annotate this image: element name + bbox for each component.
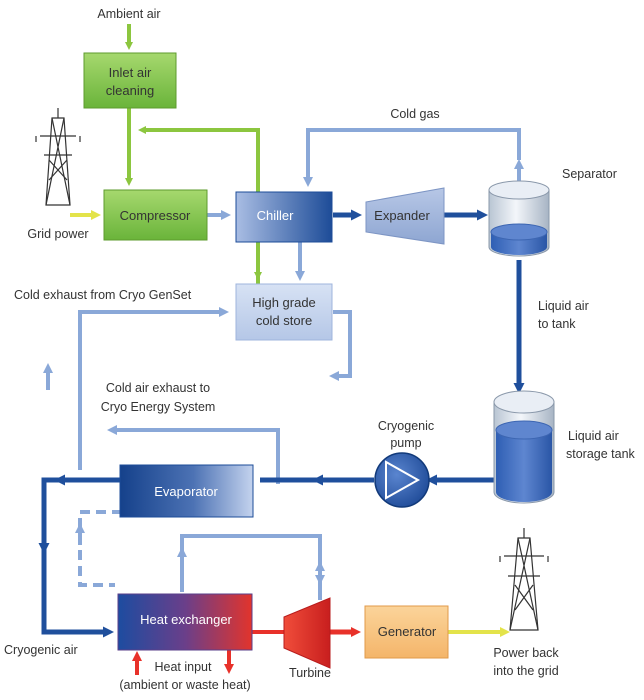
inlet-air-label-2: cleaning: [106, 83, 154, 98]
liquid-air-to-tank-label-2: to tank: [538, 317, 576, 331]
evaporator-label: Evaporator: [154, 484, 218, 499]
liquid-air-storage-tank: [493, 390, 555, 504]
hx-turbine-loop: [180, 534, 325, 592]
separator-tank: [488, 180, 550, 257]
separator-label: Separator: [562, 167, 617, 181]
expander-shape: [365, 187, 445, 245]
cryogenic-pump: [374, 452, 430, 508]
chiller-box: [235, 191, 333, 243]
chiller-label: Chiller: [257, 208, 295, 223]
compressor-box: [103, 189, 208, 241]
cryogenic-pump-label-1: Cryogenic: [378, 419, 434, 433]
generator-label: Generator: [378, 624, 437, 639]
compressor-label: Compressor: [120, 208, 191, 223]
storage-tank-label-2: storage tank: [566, 447, 636, 461]
cryogenic-pump-label-2: pump: [390, 436, 421, 450]
heat-exchanger-box: [117, 593, 253, 651]
evaporator-box: [119, 464, 254, 518]
power-back-label-1: Power back: [493, 646, 559, 660]
power-back-label-2: into the grid: [493, 664, 558, 678]
grid-power-pylon-icon: [35, 108, 81, 206]
evaporator-lower-stream: [78, 510, 250, 587]
storage-tank-label-1: Liquid air: [568, 429, 619, 443]
cold-gas-label: Cold gas: [390, 107, 439, 121]
ambient-air-label: Ambient air: [97, 7, 160, 21]
cold-air-exhaust-line: [107, 425, 280, 484]
grid-power-label: Grid power: [27, 227, 88, 241]
cryogenic-air-label: Cryogenic air: [4, 643, 78, 657]
cold-air-exhaust-label-1: Cold air exhaust to: [106, 381, 210, 395]
cold-exhaust-genset-label: Cold exhaust from Cryo GenSet: [14, 288, 192, 302]
expander-label: Expander: [374, 208, 430, 223]
cold-store-label-1: High grade: [252, 295, 316, 310]
inlet-air-cleaning-box: [83, 52, 177, 109]
high-grade-cold-store-box: [235, 283, 333, 341]
heat-input-label-1: Heat input: [155, 660, 213, 674]
cold-air-exhaust-label-2: Cryo Energy System: [101, 400, 216, 414]
cold-store-output-line: [329, 310, 352, 381]
heat-exchanger-label: Heat exchanger: [140, 612, 232, 627]
turbine-shape: [283, 597, 331, 669]
cold-store-green-loop: [256, 234, 300, 288]
chiller-return-green-line: [138, 126, 260, 193]
generator-box: [364, 605, 449, 659]
cold-exhaust-genset-line: [78, 307, 229, 470]
inlet-air-label-1: Inlet air: [109, 65, 152, 80]
heat-input-label-2: (ambient or waste heat): [119, 678, 250, 692]
cold-store-label-2: cold store: [256, 313, 312, 328]
liquid-air-to-tank-label-1: Liquid air: [538, 299, 589, 313]
grid-return-pylon-icon: [499, 528, 549, 631]
cold-gas-line: [303, 128, 521, 187]
turbine-label: Turbine: [289, 666, 331, 680]
